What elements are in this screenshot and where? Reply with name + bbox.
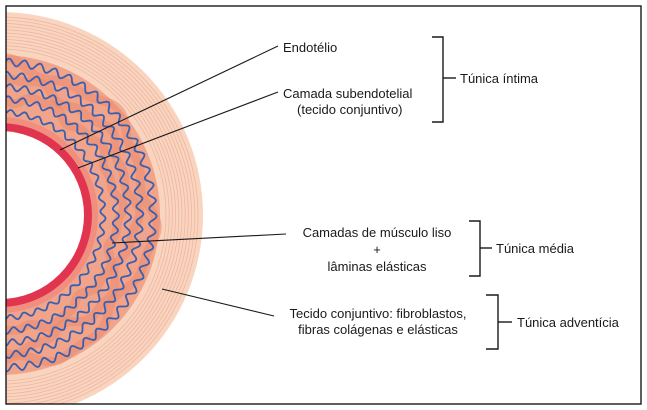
label-tecido-line1: Tecido conjuntivo: fibroblastos, bbox=[289, 306, 466, 321]
adventitia-fiber-line bbox=[6, 42, 173, 388]
leader-endotelio bbox=[59, 45, 279, 151]
adventitia-fiber-line bbox=[6, 29, 186, 401]
leader-musculo bbox=[111, 233, 287, 244]
smooth-muscle-band bbox=[6, 93, 129, 336]
adventitia-fiber-line bbox=[6, 19, 196, 404]
elastic-lamina bbox=[6, 70, 145, 360]
label-tunica-media: Túnica média bbox=[496, 241, 575, 256]
adventitia-fiber-line bbox=[6, 48, 167, 382]
adventitia-fiber-line bbox=[6, 26, 189, 404]
adventitia-fiber-line bbox=[6, 16, 199, 404]
label-musculo-plus: + bbox=[373, 242, 381, 257]
bracket-media bbox=[469, 220, 481, 277]
adventitia-fiber-line bbox=[6, 23, 192, 404]
label-musculo-line2: lâminas elásticas bbox=[328, 259, 427, 274]
figure-border bbox=[5, 5, 642, 405]
elastic-lamina bbox=[6, 57, 158, 373]
smooth-muscle-band bbox=[6, 74, 145, 359]
adventitia-fiber-line bbox=[6, 35, 180, 395]
leader-tecido bbox=[161, 288, 275, 317]
label-subendotelial-line1: Camada subendotelial bbox=[283, 86, 412, 101]
elastic-lamina bbox=[6, 95, 120, 335]
label-tunica-adventicia: Túnica adventícia bbox=[517, 315, 620, 330]
label-endotelio: Endotélio bbox=[283, 40, 337, 55]
label-musculo-line1: Camadas de músculo liso bbox=[303, 225, 452, 240]
adventitia-fiber-line bbox=[6, 45, 170, 385]
elastic-lamina bbox=[6, 109, 107, 321]
leader-subendotelial bbox=[77, 91, 279, 169]
adventitia-fiber-line bbox=[6, 32, 183, 398]
bracket-adventicia bbox=[486, 294, 499, 350]
label-tecido-line2: fibras colágenas e elásticas bbox=[298, 322, 458, 337]
label-tunica-intima: Túnica íntima bbox=[460, 71, 539, 86]
elastic-lamina bbox=[6, 83, 133, 347]
adventitia-fiber-line bbox=[6, 39, 176, 391]
bracket-intima bbox=[432, 36, 444, 123]
vessel-lumen bbox=[6, 131, 84, 299]
elastic-laminae bbox=[6, 57, 158, 373]
adventitia-fiber-lines bbox=[6, 16, 199, 404]
label-subendotelial-line2: (tecido conjuntivo) bbox=[297, 102, 403, 117]
